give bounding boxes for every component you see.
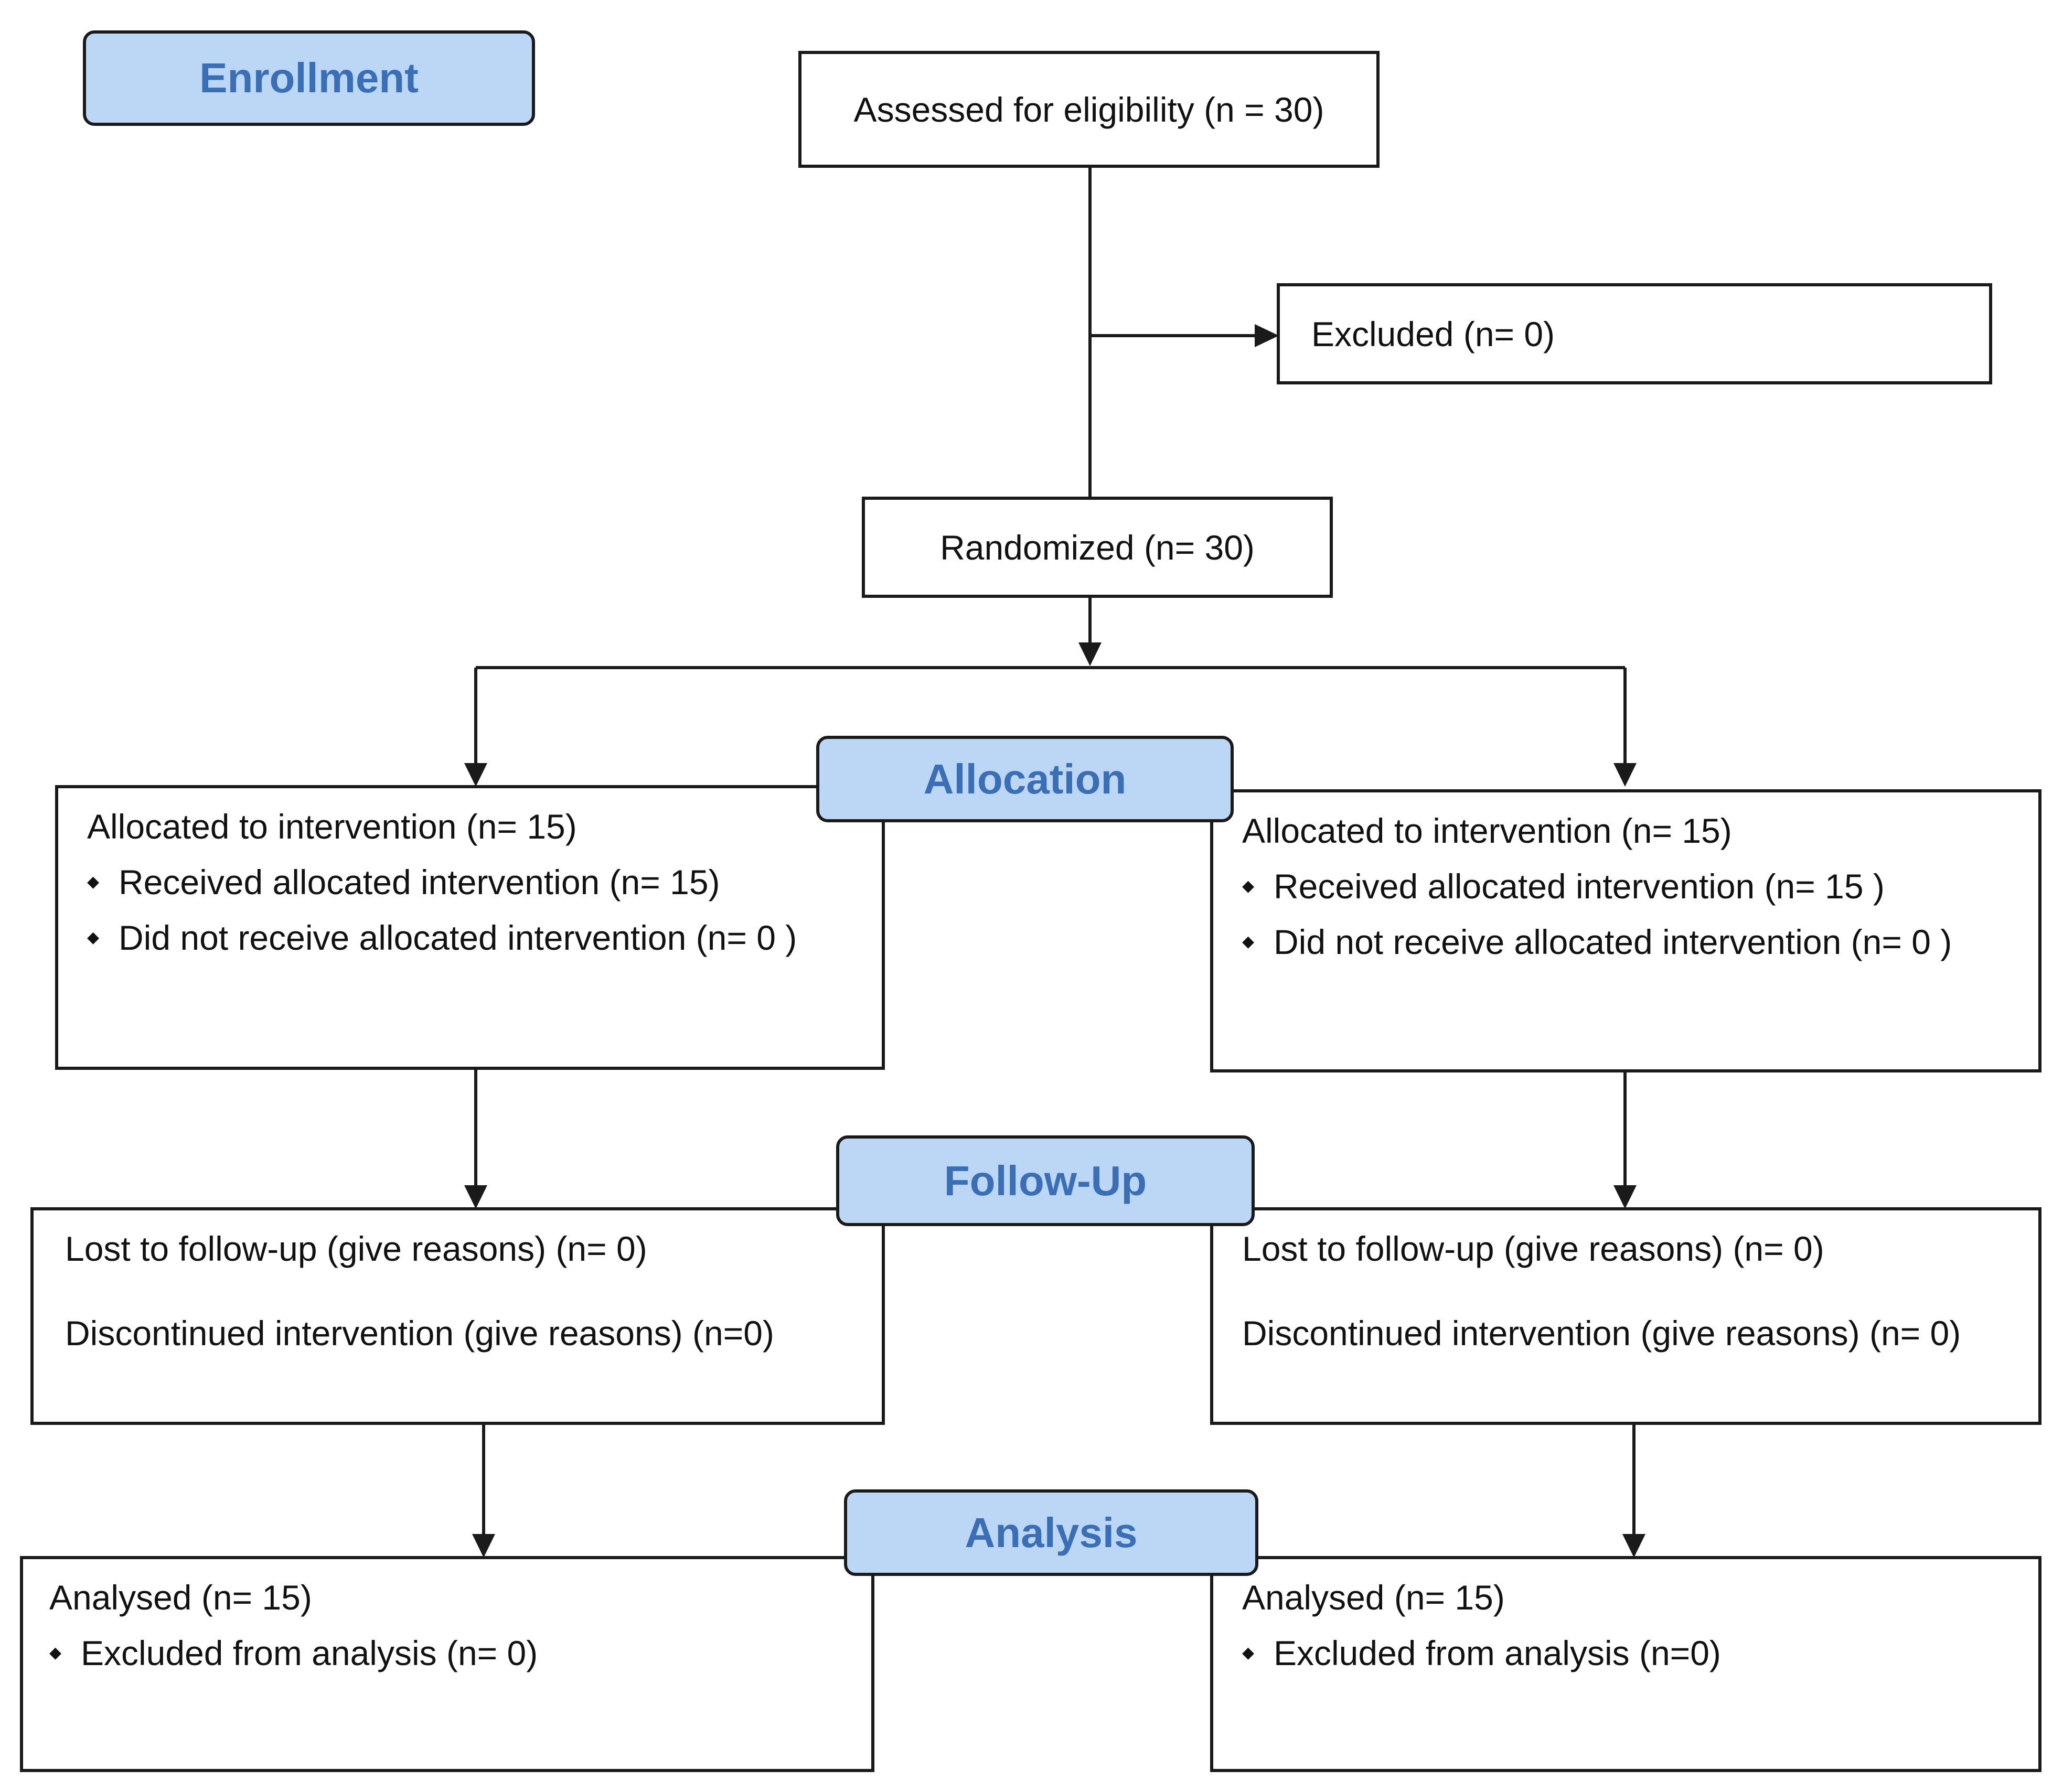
right-followup-discontinued: Discontinued intervention (give reasons)… <box>1242 1314 1961 1353</box>
arrow-right-allocation <box>1613 763 1637 787</box>
arrow-excluded <box>1255 324 1279 347</box>
stage-label-allocation-text: Allocation <box>923 755 1127 802</box>
randomized-box: Randomized (n= 30) <box>862 497 1333 598</box>
excluded-box: Excluded (n= 0) <box>1277 283 1992 384</box>
right-allocation-box: Allocated to intervention (n= 15) Receiv… <box>1210 789 2041 1072</box>
left-allocation-bullet-not-received: Did not receive allocated intervention (… <box>87 920 882 955</box>
right-followup-box: Lost to follow-up (give reasons) (n= 0) … <box>1210 1207 2041 1425</box>
left-analysis-title: Analysed (n= 15) <box>49 1578 312 1617</box>
left-followup-discontinued: Discontinued intervention (give reasons)… <box>65 1314 774 1353</box>
stage-label-analysis: Analysis <box>844 1489 1258 1576</box>
right-analysis-bullet-excluded: Excluded from analysis (n=0) <box>1242 1636 2038 1670</box>
randomized-text: Randomized (n= 30) <box>940 528 1255 567</box>
arrow-left-allocation <box>464 763 487 787</box>
stage-label-followup: Follow-Up <box>836 1135 1255 1226</box>
arrow-left-followup <box>464 1185 487 1209</box>
stage-label-analysis-text: Analysis <box>965 1509 1138 1556</box>
stage-label-followup-text: Follow-Up <box>944 1157 1147 1204</box>
arrow-right-analysis <box>1622 1534 1645 1558</box>
stage-label-allocation: Allocation <box>816 736 1234 822</box>
arrow-left-analysis <box>472 1534 495 1558</box>
left-allocation-title: Allocated to intervention (n= 15) <box>87 807 577 846</box>
left-analysis-bullet-excluded: Excluded from analysis (n= 0) <box>49 1636 871 1670</box>
left-analysis-box: Analysed (n= 15) Excluded from analysis … <box>20 1556 874 1772</box>
assessed-text: Assessed for eligibility (n = 30) <box>853 90 1324 129</box>
right-allocation-title: Allocated to intervention (n= 15) <box>1242 811 1732 850</box>
assessed-box: Assessed for eligibility (n = 30) <box>798 51 1380 168</box>
excluded-text: Excluded (n= 0) <box>1311 314 1555 353</box>
right-analysis-title: Analysed (n= 15) <box>1242 1578 1505 1617</box>
right-followup-lost: Lost to follow-up (give reasons) (n= 0) <box>1242 1229 1824 1268</box>
left-followup-box: Lost to follow-up (give reasons) (n= 0) … <box>30 1207 885 1425</box>
arrow-randomized <box>1078 642 1102 666</box>
stage-label-enrollment-text: Enrollment <box>199 55 419 101</box>
arrow-right-followup <box>1613 1185 1637 1209</box>
left-allocation-bullet-received: Received allocated intervention (n= 15) <box>87 865 882 899</box>
right-allocation-bullet-not-received: Did not receive allocated intervention (… <box>1242 925 2038 959</box>
stage-label-enrollment: Enrollment <box>83 30 535 126</box>
left-followup-lost: Lost to follow-up (give reasons) (n= 0) <box>65 1229 647 1268</box>
right-analysis-box: Analysed (n= 15) Excluded from analysis … <box>1210 1556 2041 1772</box>
left-allocation-box: Allocated to intervention (n= 15) Receiv… <box>55 785 885 1070</box>
right-allocation-bullet-received: Received allocated intervention (n= 15 ) <box>1242 869 2038 904</box>
